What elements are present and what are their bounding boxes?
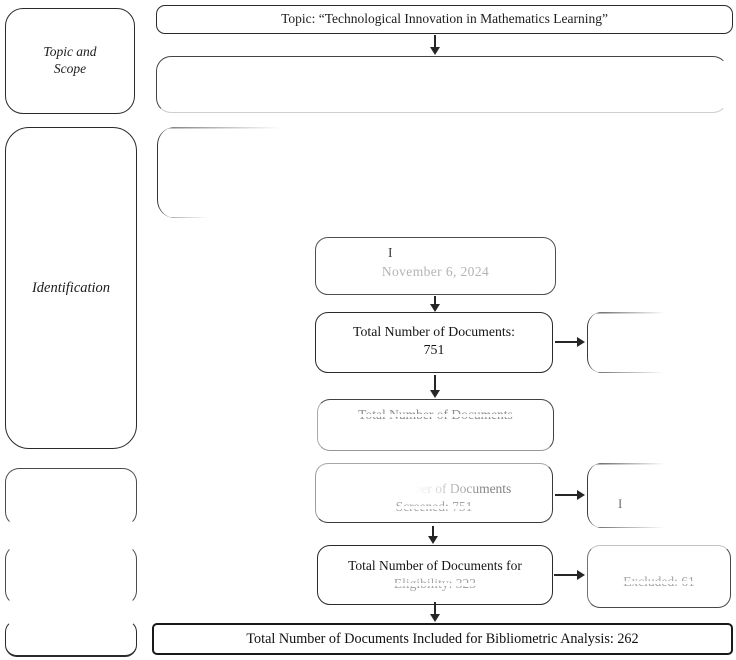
phase-box-identification: Identification [5,127,137,449]
extraction-line-1: I [388,245,393,260]
arrow-right-icon [554,570,585,579]
phase-box-topic-scope: Topic and Scope [5,8,135,114]
total-documents-line-2: 751 [423,341,445,357]
screened-line-2: Screened: 751 [395,498,473,514]
phase-label-identification: Identification [31,279,111,296]
included-documents-text: Total Number of Documents Included for B… [246,631,639,647]
phase-label-line: Topic and [43,44,97,59]
screened-documents-box: Total Number of Documents Screened: 751 [315,463,553,523]
total-documents-box: Total Number of Documents: 751 [315,312,553,373]
eligibility-line-1: Total Number of Documents for [348,558,522,573]
total-documents-line-1: Total Number of Documents: [353,324,515,339]
topic-title-text: Topic: “Technological Innovation in Math… [281,11,608,26]
phase-label-topic-scope: Topic and Scope [6,43,134,77]
excluded-box-faded-2: I [587,463,736,528]
screened-line-1: Total Number of Documents [316,480,552,498]
excluded-mid-text: I [618,496,623,511]
phase-box-faded-1 [5,468,137,526]
phase-box-faded-2 [5,545,137,605]
faded-wide-box-1 [156,56,728,113]
included-documents-bar: Total Number of Documents Included for B… [152,623,733,655]
washed-documents-box: Total Number of Documents [317,399,554,451]
arrow-right-icon [555,490,585,499]
eligibility-line-2: Eligibility: 323 [393,576,477,591]
faded-wide-box-2 [157,127,717,218]
phase-box-faded-3 [5,620,137,657]
phase-label-line: Scope [53,61,87,76]
extraction-date-box: I November 6, 2024 [315,237,556,295]
arrow-down-icon [430,296,439,312]
washed-documents-line: Total Number of Documents [358,407,513,422]
excluded-bottom-text: Excluded: 61 [623,574,695,589]
excluded-box-faded-1 [587,312,736,373]
eligibility-documents-box: Total Number of Documents for Eligibilit… [317,545,553,605]
arrow-down-icon [430,375,439,398]
topic-title-box: Topic: “Technological Innovation in Math… [156,5,733,34]
arrow-down-icon [430,35,439,55]
extraction-line-2: November 6, 2024 [381,264,490,279]
arrow-down-icon [428,526,437,544]
arrow-right-icon [555,337,585,346]
arrow-down-icon [430,602,439,622]
excluded-box-bottom: Excluded: 61 [587,545,731,608]
